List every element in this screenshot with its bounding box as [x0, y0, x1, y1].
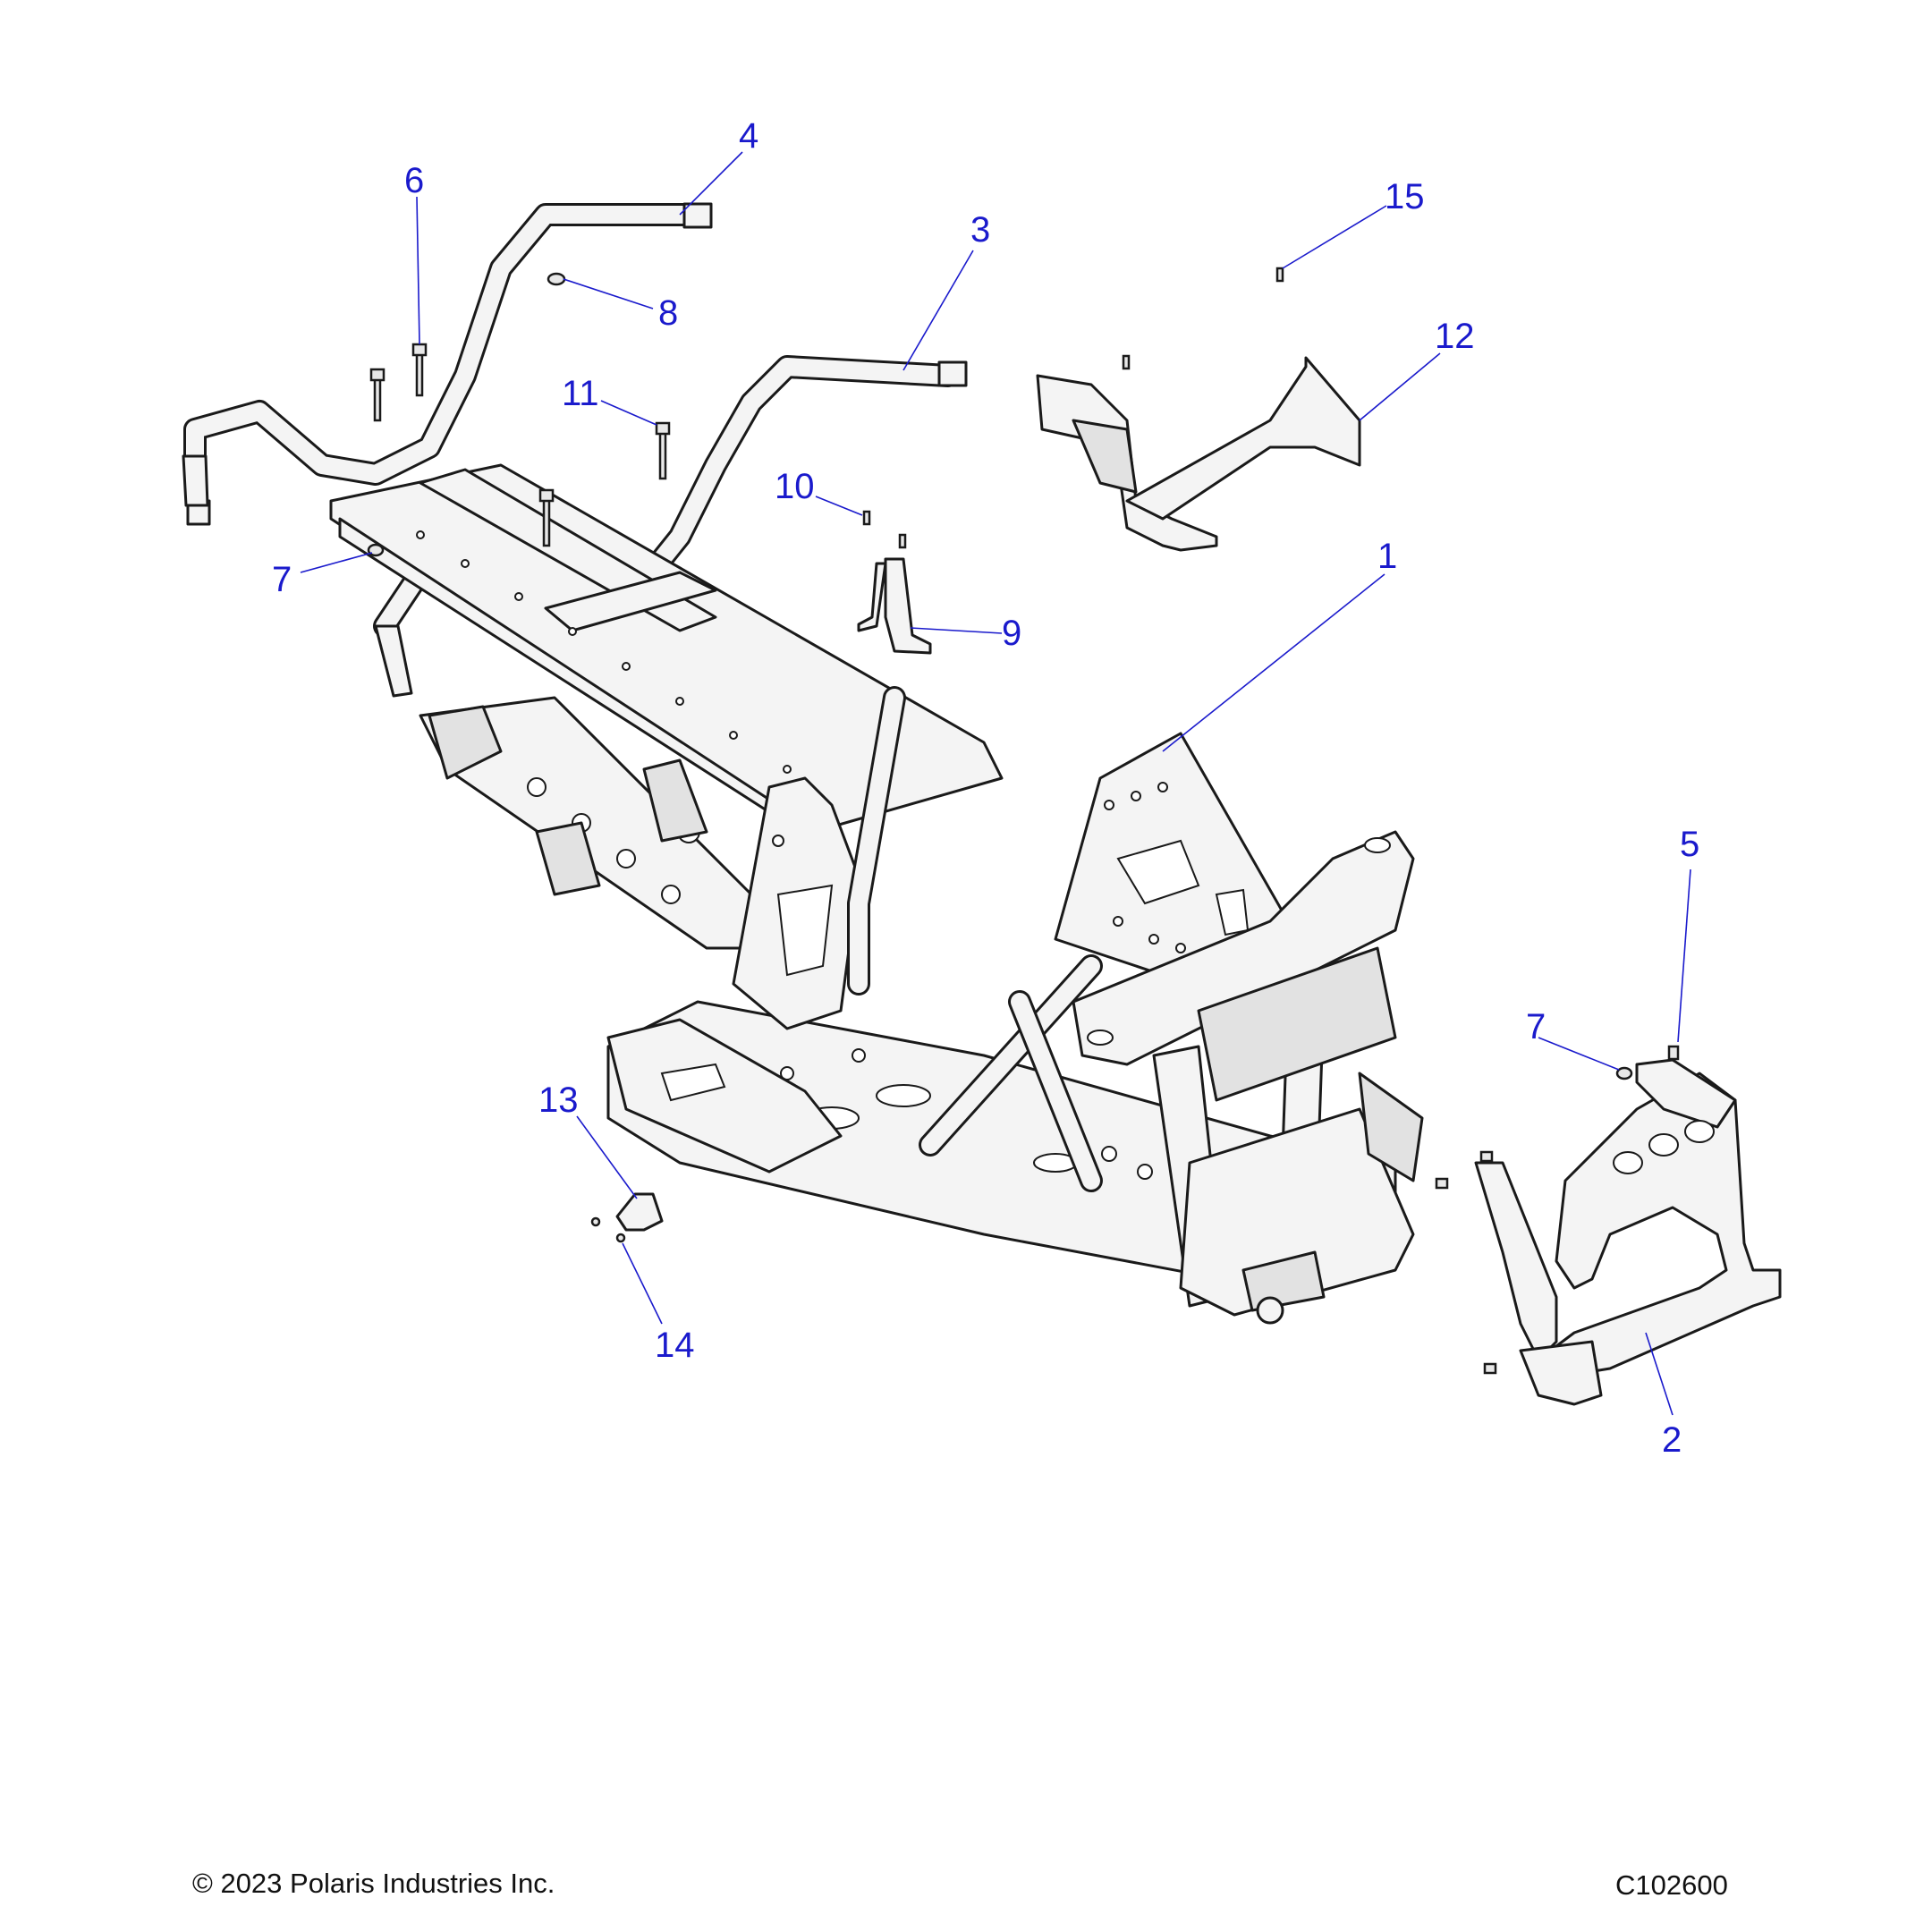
callout-4: 4 — [739, 116, 759, 156]
part-12-shield — [1036, 356, 1361, 552]
callout-9: 9 — [1002, 614, 1022, 653]
callout-2: 2 — [1662, 1420, 1682, 1460]
fasteners — [367, 267, 1680, 1375]
callout-13: 13 — [538, 1080, 579, 1120]
callout-8: 8 — [658, 293, 679, 333]
callout-12: 12 — [1435, 317, 1475, 356]
callout-11: 11 — [562, 374, 599, 413]
callout-3: 3 — [970, 210, 991, 250]
callout-7-rack: 7 — [272, 560, 292, 599]
figure-id: C102600 — [1615, 1869, 1728, 1901]
callout-14: 14 — [655, 1326, 695, 1365]
part-4-rack-tube — [182, 202, 713, 526]
callout-1: 1 — [1377, 537, 1398, 576]
callout-5: 5 — [1680, 825, 1700, 864]
leader-lines — [300, 151, 1691, 1416]
rack-rails — [329, 463, 1004, 843]
part-2-front-bumper — [1474, 1058, 1782, 1406]
callout-15: 15 — [1385, 177, 1425, 216]
callout-10: 10 — [775, 467, 815, 506]
part-1-main-frame — [419, 686, 1424, 1325]
part-9-bracket — [857, 557, 932, 655]
callout-7-bumper: 7 — [1526, 1007, 1546, 1046]
part-13-bracket — [615, 1192, 664, 1232]
copyright-notice: © 2023 Polaris Industries Inc. — [192, 1868, 555, 1899]
callout-6: 6 — [404, 161, 425, 200]
